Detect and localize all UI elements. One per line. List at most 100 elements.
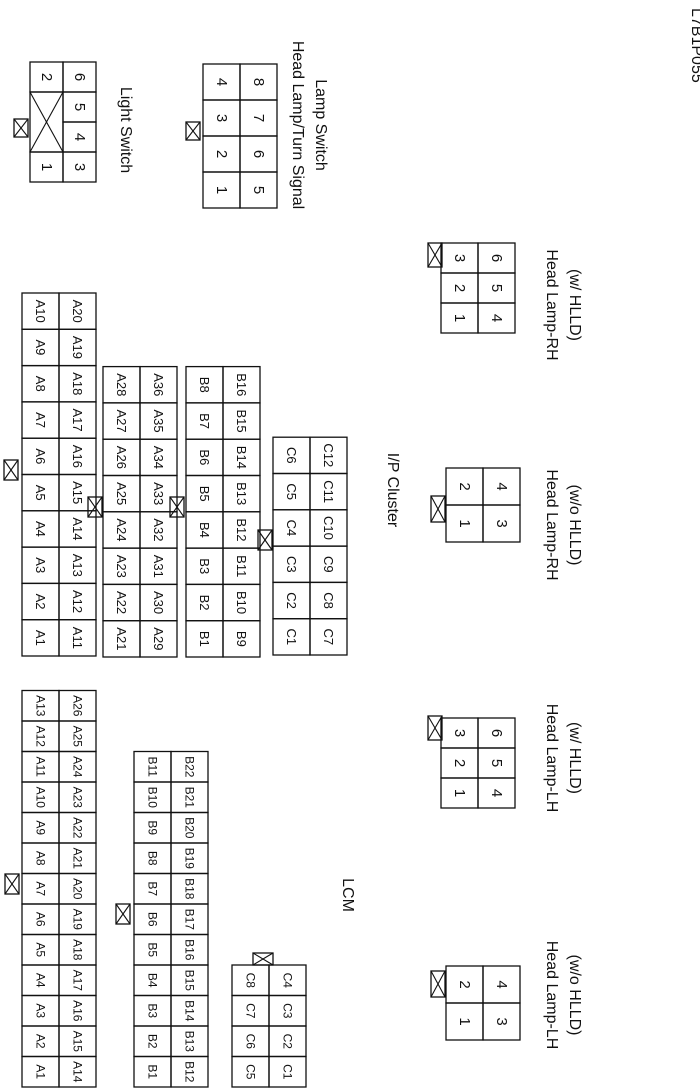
pin-cell xyxy=(477,242,516,274)
pin-label: B7 xyxy=(146,881,160,896)
pin-label: 2 xyxy=(38,73,55,81)
pin-label: A32 xyxy=(151,518,166,541)
pin-label: C4 xyxy=(284,520,299,537)
pin-label: C6 xyxy=(284,447,299,464)
pin-label: A7 xyxy=(34,881,48,896)
pin-label: B10 xyxy=(146,787,160,809)
head-lamp-lh-no-hlld-label-line1: Head Lamp-LH xyxy=(543,941,560,1050)
pin-label: B4 xyxy=(146,973,160,988)
pin-label: 4 xyxy=(213,78,230,86)
pin-label: C7 xyxy=(244,1003,258,1019)
pin-label: C4 xyxy=(281,973,295,989)
pin-cell xyxy=(58,292,97,330)
figure-code: L7B1P055 xyxy=(688,8,700,83)
pin-label: A12 xyxy=(34,726,48,748)
pin-label: A14 xyxy=(70,517,85,540)
pin-label: 2 xyxy=(213,150,230,158)
pin-label: 2 xyxy=(456,980,473,988)
pin-cell xyxy=(482,965,521,1004)
pin-label: C5 xyxy=(284,483,299,500)
pin-label: A23 xyxy=(71,787,85,809)
pin-label: 8 xyxy=(250,78,267,86)
pin-cell xyxy=(222,365,261,404)
latch-key-icon xyxy=(13,118,29,138)
pin-label: 1 xyxy=(213,186,230,194)
pin-label: 4 xyxy=(488,314,505,322)
pin-label: 1 xyxy=(456,519,473,527)
pin-label: A10 xyxy=(33,300,48,323)
pin-label: B13 xyxy=(234,482,249,505)
pin-label: A6 xyxy=(34,912,48,927)
pin-label: B8 xyxy=(146,851,160,866)
latch-key-icon xyxy=(427,715,443,741)
pin-label: B19 xyxy=(183,848,197,870)
pin-label: 5 xyxy=(250,186,267,194)
pin-label: A20 xyxy=(70,300,85,323)
pin-label: C8 xyxy=(244,973,258,989)
pin-cell xyxy=(170,750,209,783)
ip-cluster-label: I/P Cluster xyxy=(384,453,401,528)
pin-label: B2 xyxy=(197,595,212,611)
pin-label: A21 xyxy=(114,627,129,650)
pin-label: 3 xyxy=(451,729,468,737)
pin-label: C3 xyxy=(281,1003,295,1019)
pin-label: 5 xyxy=(488,284,505,292)
pin-label: A7 xyxy=(33,412,48,428)
pin-label: B3 xyxy=(197,558,212,574)
pin-label: 3 xyxy=(493,1017,510,1025)
pin-label: B13 xyxy=(183,1031,197,1053)
head-lamp-rh-hlld-label-line2: (w/ HLLD) xyxy=(566,269,583,341)
pin-label: 5 xyxy=(488,759,505,767)
pin-label: 3 xyxy=(71,163,88,171)
ip-cluster-connector-a: A1A2A3A4A5A6A7A8A9A10A11A12A13A14A15A16A… xyxy=(21,292,97,657)
pin-label: A26 xyxy=(114,446,129,469)
pin-label: C2 xyxy=(281,1034,295,1050)
lcm-connector-a: A1A2A3A4A5A6A7A8A9A10A11A12A13A14A15A16A… xyxy=(21,689,97,1088)
pin-label: B15 xyxy=(234,409,249,432)
pin-cell xyxy=(58,689,97,722)
turn-signal-switch-label-line2: Lamp Switch xyxy=(312,79,329,171)
pin-label: A25 xyxy=(71,726,85,748)
pin-label: B6 xyxy=(146,912,160,927)
pin-label: B10 xyxy=(234,591,249,614)
pin-cell xyxy=(482,467,521,506)
pin-label: A1 xyxy=(34,1064,48,1079)
connector-keys xyxy=(3,118,446,998)
pin-label: B18 xyxy=(183,878,197,900)
pin-label: B7 xyxy=(197,413,212,429)
pin-label: B5 xyxy=(197,486,212,502)
pin-label: 2 xyxy=(451,759,468,767)
pin-label: A22 xyxy=(71,817,85,839)
pin-label: A14 xyxy=(71,1061,85,1083)
pin-label: A29 xyxy=(151,627,166,650)
pin-label: B12 xyxy=(183,1061,197,1083)
pin-label: 6 xyxy=(71,73,88,81)
pin-label: C7 xyxy=(321,629,336,646)
pin-label: A13 xyxy=(34,695,48,717)
pin-label: C1 xyxy=(284,629,299,646)
pin-label: A27 xyxy=(114,409,129,432)
pin-label: B22 xyxy=(183,756,197,778)
head-lamp-lh-hlld-label-line2: (w/ HLLD) xyxy=(566,722,583,794)
pin-label: B8 xyxy=(197,377,212,393)
pin-label: 2 xyxy=(456,482,473,490)
pin-label: A34 xyxy=(151,446,166,469)
pin-label: A11 xyxy=(34,757,48,778)
pin-label: A16 xyxy=(71,1000,85,1022)
pin-label: C2 xyxy=(284,592,299,609)
head-lamp-rh-no-hlld-label-line2: (w/o HLLD) xyxy=(566,485,583,566)
pin-label: A28 xyxy=(114,373,129,396)
pin-label: B1 xyxy=(146,1064,160,1079)
pin-label: B16 xyxy=(234,373,249,396)
latch-key-icon xyxy=(257,529,273,551)
pin-label: A17 xyxy=(70,408,85,431)
pin-label: A23 xyxy=(114,555,129,578)
pin-label: A16 xyxy=(70,445,85,468)
pin-label: 1 xyxy=(456,1017,473,1025)
pin-label: C1 xyxy=(281,1064,295,1080)
